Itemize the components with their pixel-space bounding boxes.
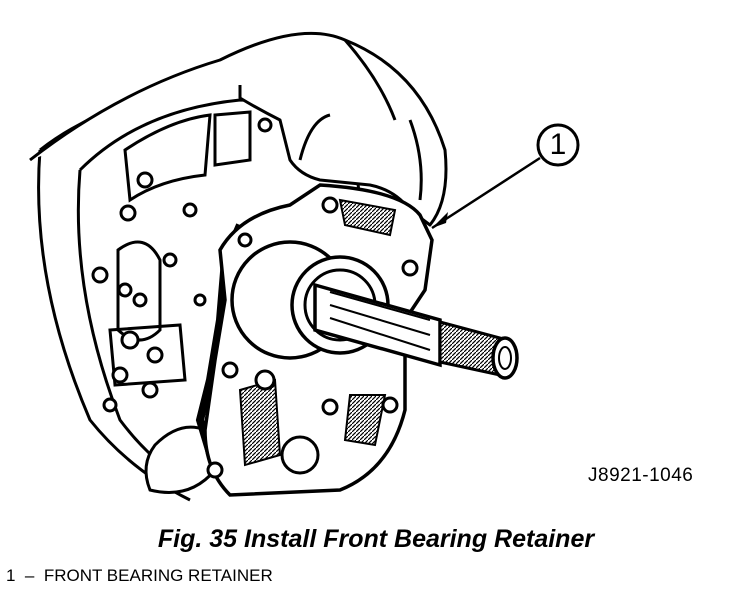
front-bearing-retainer	[203, 183, 434, 497]
callout-number-1: 1	[549, 128, 567, 161]
retainer-bolt-holes	[206, 196, 419, 479]
technician-hand	[29, 31, 448, 227]
bearing-retainer-illustration	[29, 31, 580, 502]
legend-item: 1 – FRONT BEARING RETAINER	[6, 566, 273, 586]
figure-caption: Fig. 35 Install Front Bearing Retainer	[157, 525, 595, 553]
input-shaft	[313, 282, 519, 380]
legend-item-label: FRONT BEARING RETAINER	[43, 566, 273, 585]
legend-item-dash: –	[24, 566, 35, 585]
callout-leader	[431, 123, 580, 230]
legend-item-number: 1	[6, 566, 16, 585]
reference-code: J8921-1046	[588, 465, 694, 486]
case-bolt-holes	[91, 117, 273, 413]
technician-thumb	[144, 425, 217, 494]
